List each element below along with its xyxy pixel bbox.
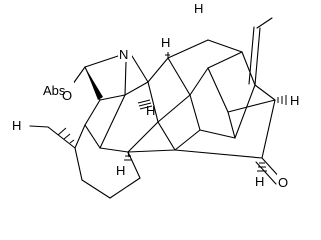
bond-c5-c4 [99, 94, 126, 101]
molecular-structure: N Abs O O H H H H H H H [12, 1, 299, 199]
bond-c3-c13 [147, 81, 159, 123]
atom-label-h-methyl: H [12, 118, 21, 133]
hashed-bond-h-c20 [277, 95, 287, 105]
atom-label-h-center: H [255, 174, 264, 189]
bond-n-c4 [124, 61, 127, 96]
bond-c14-c18 [167, 39, 209, 59]
bond-c19-c20 [241, 51, 256, 86]
bond-c5-c6 [84, 99, 101, 126]
bond-c10-c11 [109, 177, 141, 199]
bond-ketone-2 [255, 161, 277, 185]
bond-c23-c24 [261, 99, 276, 159]
atom-label-h-mid: H [146, 103, 155, 118]
hashed-bond-methyl [57, 127, 75, 144]
hashed-bond-h-c24 [257, 162, 267, 172]
atom-label-o-ring: O [62, 88, 72, 103]
stereo-bonds [57, 52, 287, 172]
bond-methyl [47, 126, 76, 149]
atom-label-h-top-left: H [161, 35, 170, 50]
bond-c18-c19 [207, 39, 243, 53]
bond-methylene-2 [248, 26, 255, 85]
bond-c21-c19 [207, 51, 243, 69]
hashed-bond-h-c14 [165, 52, 170, 58]
bond-c25-c22 [227, 111, 236, 139]
bond-c17-c22 [199, 129, 236, 139]
bond-methylene-1 [254, 27, 261, 86]
bond-methylene-end [256, 17, 273, 29]
bond-c24-c16 [174, 149, 263, 159]
bond-c12-c13 [127, 121, 159, 153]
atom-label-h-bottom: H [116, 163, 125, 178]
bond-n-c3 [131, 55, 149, 83]
bond-c3-c14 [147, 57, 169, 83]
bond-methyl-h [29, 125, 49, 128]
bond-c22-c20 [234, 84, 256, 139]
atom-label-n: N [119, 47, 128, 62]
hashed-bond-h-c5 [137, 99, 153, 110]
bond-c12-c8 [99, 147, 129, 153]
atom-labels: N Abs O O H H H H H H H [12, 1, 299, 190]
bond-c7-c9 [74, 147, 83, 181]
bond-c13-c15 [157, 94, 191, 123]
bond-c14-c15 [167, 57, 191, 96]
hashed-bond-h-c12 [124, 151, 132, 161]
bond-c9-c10 [81, 179, 111, 199]
bond-c8-c4 [99, 94, 126, 149]
bond-c6-c7 [74, 124, 86, 149]
bond-lines [29, 17, 283, 199]
bond-c6-c8 [84, 124, 101, 149]
bond-c20-c23 [254, 84, 276, 101]
bond-c15-c21 [189, 67, 209, 96]
wedge-bond-c2-c5 [85, 67, 103, 100]
bond-c13-c16 [157, 121, 176, 151]
atom-label-o-ketone: O [278, 175, 288, 190]
bond-c12-c16 [127, 149, 176, 153]
bond-c25-c23 [227, 99, 276, 113]
bond-c15-c17 [189, 94, 201, 131]
bond-c16-c17 [174, 129, 201, 151]
bond-c21-c25 [207, 67, 229, 113]
atom-label-abs: Abs [43, 83, 66, 98]
atom-label-h-top-right: H [194, 1, 203, 16]
bond-n-c2 [84, 55, 119, 68]
atom-label-h-right: H [290, 93, 299, 108]
bond-c4-c3 [124, 81, 149, 96]
